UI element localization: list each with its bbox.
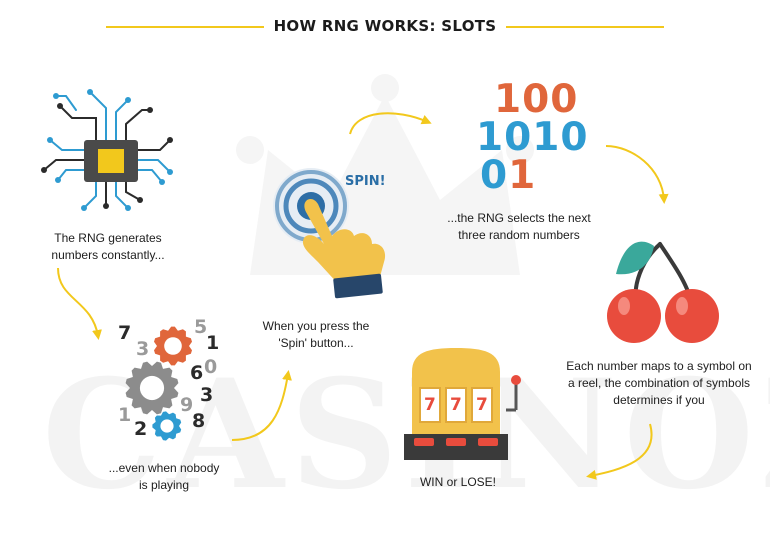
gear-digit: 3	[136, 338, 150, 360]
binary-digit: 1	[508, 153, 537, 198]
caption-idle: ...even when nobody is playing	[108, 461, 220, 492]
gear-orange-icon	[154, 326, 192, 366]
arrow-idle-to-spin	[231, 370, 292, 441]
binary-digit: 0	[560, 115, 589, 160]
binary-digit: 0	[480, 153, 509, 198]
gear-digit: 3	[200, 384, 214, 406]
spin-badge: SPIN!	[345, 174, 386, 189]
binary-row: 100	[494, 80, 578, 119]
gear-digit: 9	[180, 394, 194, 416]
title-rule-left	[106, 26, 264, 28]
binary-digit: 0	[522, 77, 551, 122]
arrow-select-to-map	[605, 145, 669, 204]
arrow-map-to-result	[586, 423, 653, 480]
caption-spin: When you press the 'Spin' button...	[262, 319, 370, 350]
slot-reel-symbol: 7	[424, 395, 436, 415]
gear-digit: 1	[206, 332, 220, 354]
gear-digit: 1	[118, 404, 132, 426]
arrow-spin-to-select	[349, 112, 432, 135]
binary-digit: 1	[532, 115, 561, 160]
binary-row: 01	[480, 156, 536, 195]
gear-digit: 2	[134, 418, 148, 440]
binary-digit: 0	[550, 77, 579, 122]
binary-row: 1010	[476, 118, 589, 157]
caption-map: Each number maps to a symbol on a reel, …	[566, 359, 752, 407]
binary-digit: 1	[494, 77, 523, 122]
title-rule-right	[506, 26, 664, 28]
gear-digit: 5	[194, 316, 208, 338]
binary-digit: 1	[476, 115, 505, 160]
caption-result: WIN or LOSE!	[419, 475, 496, 489]
gear-digit: 0	[204, 356, 218, 378]
caption-generate: The RNG generates numbers constantly...	[51, 231, 165, 262]
arrow-generate-to-idle	[57, 267, 102, 340]
gear-digit: 7	[118, 322, 132, 344]
slot-reel-symbol: 7	[476, 395, 488, 415]
caption-select: ...the RNG selects the next three random…	[447, 211, 591, 242]
gear-blue-icon	[152, 411, 182, 441]
slot-reel-symbol: 7	[450, 395, 462, 415]
binary-digit: 0	[504, 115, 533, 160]
gear-digit: 8	[192, 410, 206, 432]
page-title: HOW RNG WORKS: SLOTS	[273, 17, 497, 35]
gear-digit: 6	[190, 362, 204, 384]
gear-grey-icon	[125, 361, 179, 415]
